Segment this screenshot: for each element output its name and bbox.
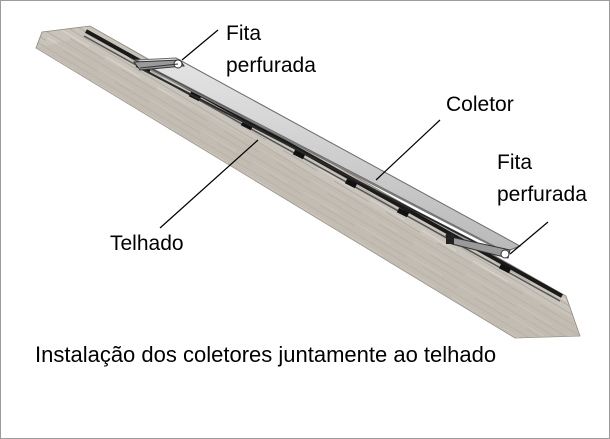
collector-panel-edge [139,63,503,252]
label-telhado: Telhado [110,232,184,255]
label-fita-right-line1: Fita [497,151,532,174]
label-coletor: Coletor [446,93,514,116]
label-fita-top-line2: perfurada [226,54,316,77]
label-fita-top-line1: Fita [226,22,261,45]
perforated-strap-top [133,59,185,71]
leader-coletor [375,119,441,181]
perforated-strap-bottom [444,234,511,259]
label-fita-right-line2: perfurada [497,183,587,206]
leader-fita-top [181,29,219,61]
leader-fita-right [509,221,549,255]
leader-telhado [159,139,259,229]
roof-slab-underside [36,40,580,338]
collector-panel-bottom-edge [135,65,499,255]
figure-caption: Instalação dos coletores juntamente ao t… [35,342,497,367]
collector-panel [134,57,522,253]
